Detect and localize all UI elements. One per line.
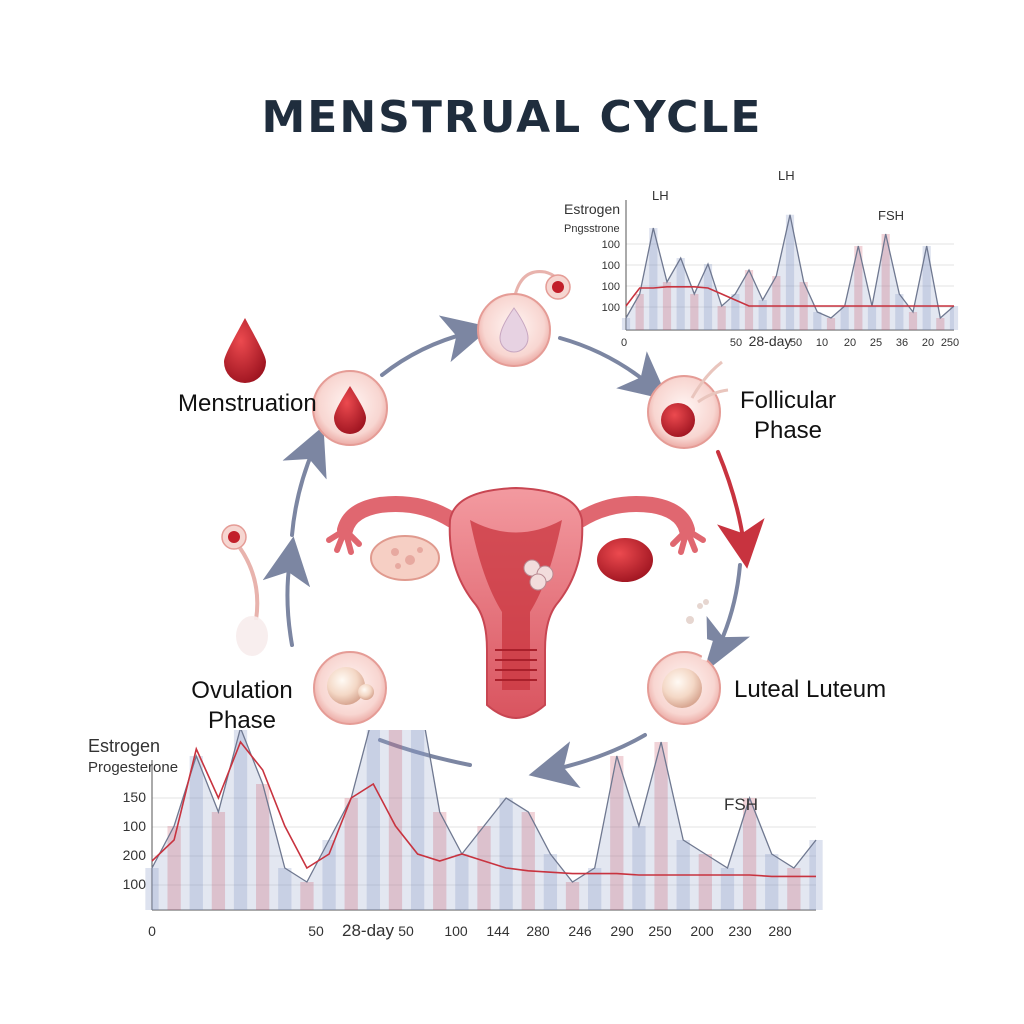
ovulation-circle [314, 652, 386, 724]
annotation-fsh: FSH [724, 795, 758, 814]
arrow-to-luteal [718, 565, 740, 648]
label-menstruation: Menstruation [178, 389, 317, 419]
x-tick: 28-day [749, 333, 792, 349]
x-tick: 290 [610, 923, 634, 939]
annotation-lh: LH [652, 188, 669, 203]
x-tick: 250 [941, 337, 959, 349]
arrow-follicular-down [718, 452, 744, 545]
x-tick: 250 [648, 923, 672, 939]
legend-1: Progesterone [88, 759, 178, 776]
label-follicular-line1: Follicular [728, 386, 848, 416]
follicular-circle [648, 362, 728, 448]
x-tick: 100 [444, 923, 468, 939]
x-tick: 50 [790, 337, 802, 349]
x-tick: 280 [768, 923, 792, 939]
x-tick: 280 [526, 923, 550, 939]
x-tick: 36 [896, 337, 908, 349]
y-tick: 100 [602, 302, 620, 314]
arrow-ovulation-up [287, 560, 292, 645]
label-follicular-line2: Phase [728, 416, 848, 446]
y-tick: 100 [123, 818, 147, 834]
ovum-icon [222, 525, 268, 656]
y-tick: 100 [602, 260, 620, 272]
label-ovulation-line1: Ovulation [186, 676, 298, 706]
x-tick: 230 [728, 923, 752, 939]
label-follicular: Follicular Phase [728, 386, 848, 446]
x-tick: 20 [844, 337, 856, 349]
legend-0: Estrogen [88, 736, 160, 756]
annotation-lh: LH [778, 168, 795, 183]
x-tick: 0 [621, 337, 627, 349]
x-tick: 246 [568, 923, 592, 939]
legend-1: Pngsstrone [564, 223, 620, 235]
x-tick: 200 [690, 923, 714, 939]
x-tick: 144 [486, 923, 510, 939]
right-ovary [597, 538, 653, 582]
x-tick: 50 [730, 337, 742, 349]
x-tick: 10 [816, 337, 828, 349]
y-tick: 200 [123, 847, 147, 863]
x-tick: 28-day [342, 921, 394, 940]
arrow-menstruation-to-top [382, 333, 468, 375]
follicle-circle [478, 272, 570, 366]
legend-0: Estrogen [564, 201, 620, 217]
x-tick: 0 [148, 923, 156, 939]
y-tick: 150 [123, 789, 147, 805]
y-tick: 100 [602, 239, 620, 251]
label-luteal: Luteal Luteum [734, 675, 886, 705]
label-ovulation: Ovulation Phase [186, 676, 298, 736]
menstruation-circle [313, 371, 387, 445]
y-tick: 100 [123, 876, 147, 892]
x-tick: 20 [922, 337, 934, 349]
blood-drop-icon [224, 318, 266, 383]
luteal-circle [648, 599, 720, 724]
annotation-fsh: FSH [878, 208, 904, 223]
y-tick: 100 [602, 281, 620, 293]
x-tick: 50 [398, 923, 414, 939]
left-ovary [371, 536, 439, 580]
x-tick: 25 [870, 337, 882, 349]
x-tick: 50 [308, 923, 324, 939]
arrow-up-to-menstruation [292, 448, 314, 535]
